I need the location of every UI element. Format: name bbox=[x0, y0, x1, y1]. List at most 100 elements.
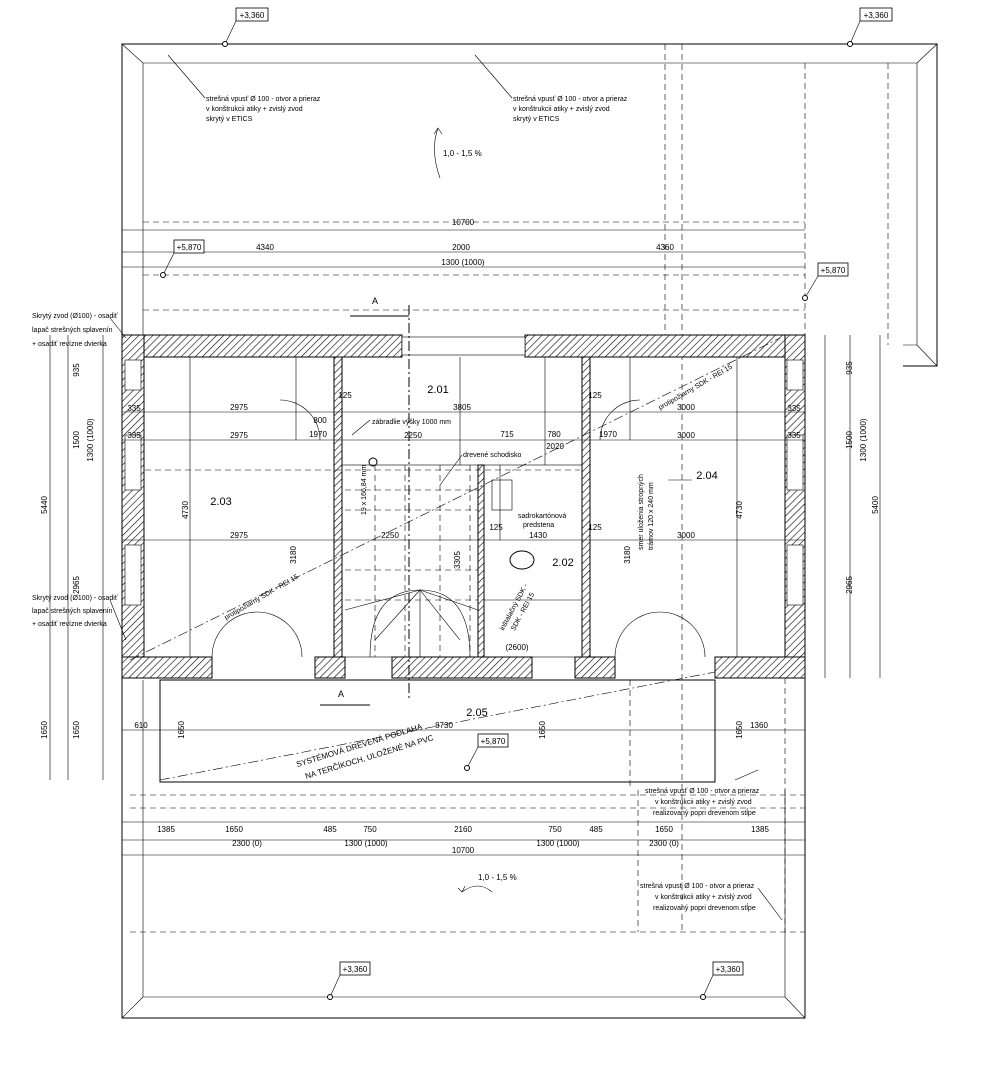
level-bottom-right: +3,360 bbox=[700, 961, 744, 1000]
svg-text:1300 (1000): 1300 (1000) bbox=[441, 258, 484, 267]
svg-text:4730: 4730 bbox=[735, 501, 744, 519]
svg-text:+5,870: +5,870 bbox=[177, 243, 202, 252]
svg-text:3180: 3180 bbox=[289, 546, 298, 564]
svg-text:sadrokartónová: sadrokartónová bbox=[518, 513, 566, 520]
svg-text:3180: 3180 bbox=[623, 546, 632, 564]
svg-text:2975: 2975 bbox=[230, 403, 248, 412]
level-markers: +3,360 +3,360 +5,870 +5,870 +5,870 bbox=[160, 7, 893, 1000]
svg-text:1500: 1500 bbox=[845, 431, 854, 449]
svg-text:+ osadiť revízne dvierka: + osadiť revízne dvierka bbox=[32, 621, 107, 628]
svg-text:935: 935 bbox=[845, 361, 854, 375]
svg-text:1650: 1650 bbox=[177, 721, 186, 739]
svg-text:+3,360: +3,360 bbox=[343, 965, 368, 974]
svg-text:+ osadiť revízne dvierka: + osadiť revízne dvierka bbox=[32, 341, 107, 348]
svg-text:1500: 1500 bbox=[72, 431, 81, 449]
note-drain-pillar-1: strešná vpusť Ø 100 - otvor a prieraz v … bbox=[645, 769, 760, 817]
note-railing: zábradlie výšky 1000 mm bbox=[372, 419, 451, 426]
note-drain-etics-1: strešná vpusť Ø 100 - otvor a prieraz v … bbox=[167, 54, 321, 123]
svg-text:715: 715 bbox=[500, 430, 514, 439]
svg-text:2975: 2975 bbox=[230, 431, 248, 440]
slope-bottom: 1,0 - 1,5 % bbox=[457, 873, 517, 893]
svg-text:smer uloženia stropných: smer uloženia stropných bbox=[638, 474, 645, 550]
roof-outline bbox=[121, 43, 938, 1019]
note-sdk-left: protipožiarny SDK - REI 15 bbox=[224, 574, 300, 622]
note-beam-direction: smer uloženia stropných trámov 120 x 240… bbox=[638, 474, 655, 550]
room-2-03: 2.03 bbox=[210, 496, 231, 508]
svg-text:4730: 4730 bbox=[181, 501, 190, 519]
svg-text:strešná vpusť Ø 100 - otvor a: strešná vpusť Ø 100 - otvor a prieraz bbox=[513, 96, 628, 103]
svg-text:trámov 120 x 240 mm: trámov 120 x 240 mm bbox=[648, 482, 655, 550]
svg-text:5400: 5400 bbox=[871, 496, 880, 514]
level-left-mid: +5,870 bbox=[160, 239, 205, 278]
note-hidden-downpipe-2: Skrytý zvod (Ø100) - osadiť lapač strešn… bbox=[32, 595, 127, 641]
svg-text:skrytý v ETICS: skrytý v ETICS bbox=[206, 116, 253, 123]
svg-text:335: 335 bbox=[127, 404, 141, 413]
interior-lines bbox=[122, 305, 805, 781]
svg-text:1650: 1650 bbox=[538, 721, 547, 739]
svg-text:125: 125 bbox=[338, 391, 352, 400]
svg-text:v konštrukcii atiky + zvislý z: v konštrukcii atiky + zvislý zvod bbox=[655, 894, 752, 901]
svg-text:1650: 1650 bbox=[72, 721, 81, 739]
svg-text:8730: 8730 bbox=[435, 721, 453, 730]
svg-text:3000: 3000 bbox=[677, 531, 695, 540]
svg-text:5440: 5440 bbox=[40, 496, 49, 514]
note-floor-system: SYSTÉMOVÁ DREVENÁ PODLAHA NA TERČÍKOCH, … bbox=[295, 722, 435, 781]
svg-text:1,0 - 1,5 %: 1,0 - 1,5 % bbox=[443, 149, 482, 158]
svg-text:485: 485 bbox=[589, 825, 603, 834]
svg-text:335: 335 bbox=[127, 431, 141, 440]
svg-text:1970: 1970 bbox=[309, 430, 327, 439]
svg-text:125: 125 bbox=[588, 523, 602, 532]
svg-text:1650: 1650 bbox=[40, 721, 49, 739]
dimension-lines bbox=[49, 229, 881, 856]
svg-text:2300 (0): 2300 (0) bbox=[649, 839, 679, 848]
slope-top: 1,0 - 1,5 % bbox=[433, 127, 482, 179]
svg-text:2975: 2975 bbox=[230, 531, 248, 540]
room-2-01: 2.01 bbox=[427, 384, 448, 396]
svg-text:3805: 3805 bbox=[453, 403, 471, 412]
svg-text:1,0 - 1,5 %: 1,0 - 1,5 % bbox=[478, 873, 517, 882]
level-top-right: +3,360 bbox=[847, 7, 893, 47]
room-2-05: 2.05 bbox=[466, 707, 487, 719]
svg-text:Skrytý zvod (Ø100) - osadiť: Skrytý zvod (Ø100) - osadiť bbox=[32, 313, 118, 320]
svg-text:+3,360: +3,360 bbox=[864, 11, 889, 20]
room-labels: 2.01 2.02 2.03 2.04 2.05 bbox=[210, 384, 717, 719]
svg-text:1430: 1430 bbox=[529, 531, 547, 540]
svg-text:1970: 1970 bbox=[599, 430, 617, 439]
note-sdk-bath: inštalačný SDK - SDK - REI 15 bbox=[499, 582, 536, 632]
svg-text:+3,360: +3,360 bbox=[716, 965, 741, 974]
svg-text:1360: 1360 bbox=[750, 721, 768, 730]
svg-text:2300 (0): 2300 (0) bbox=[232, 839, 262, 848]
note-sdk-right: protipožiarny SDK - REI 15 bbox=[658, 364, 734, 412]
svg-text:125: 125 bbox=[588, 391, 602, 400]
note-stairs: drevené schodisko bbox=[463, 452, 521, 459]
svg-text:strešná vpusť Ø 100 - otvor a: strešná vpusť Ø 100 - otvor a prieraz bbox=[645, 788, 760, 795]
svg-text:2250: 2250 bbox=[404, 431, 422, 440]
svg-text:1300 (1000): 1300 (1000) bbox=[86, 418, 95, 461]
note-hidden-downpipe-1: Skrytý zvod (Ø100) - osadiť lapač strešn… bbox=[32, 313, 127, 348]
svg-text:935: 935 bbox=[72, 363, 81, 377]
svg-text:v konštrukcii atiky + zvislý z: v konštrukcii atiky + zvislý zvod bbox=[206, 106, 303, 113]
svg-text:750: 750 bbox=[548, 825, 562, 834]
svg-text:750: 750 bbox=[363, 825, 377, 834]
svg-text:4340: 4340 bbox=[256, 243, 274, 252]
dimension-texts: 10700 4340 2000 4360 1300 (1000) 10700 1… bbox=[40, 218, 880, 855]
svg-text:1385: 1385 bbox=[751, 825, 769, 834]
svg-text:1650: 1650 bbox=[735, 721, 744, 739]
svg-text:v konštrukcii atiky + zvislý z: v konštrukcii atiky + zvislý zvod bbox=[513, 106, 610, 113]
svg-text:lapač strešných splavenín: lapač strešných splavenín bbox=[32, 608, 113, 615]
svg-text:800: 800 bbox=[313, 416, 327, 425]
svg-text:335: 335 bbox=[787, 431, 801, 440]
svg-text:10700: 10700 bbox=[452, 846, 475, 855]
svg-text:1650: 1650 bbox=[655, 825, 673, 834]
svg-text:2965: 2965 bbox=[72, 576, 81, 594]
svg-text:1300 (1000): 1300 (1000) bbox=[344, 839, 387, 848]
svg-text:1385: 1385 bbox=[157, 825, 175, 834]
svg-text:485: 485 bbox=[323, 825, 337, 834]
svg-text:1650: 1650 bbox=[225, 825, 243, 834]
svg-text:780: 780 bbox=[547, 430, 561, 439]
level-bottom-left: +3,360 bbox=[327, 961, 371, 1000]
room-2-04: 2.04 bbox=[696, 470, 717, 482]
svg-text:2965: 2965 bbox=[845, 576, 854, 594]
svg-text:4360: 4360 bbox=[656, 243, 674, 252]
